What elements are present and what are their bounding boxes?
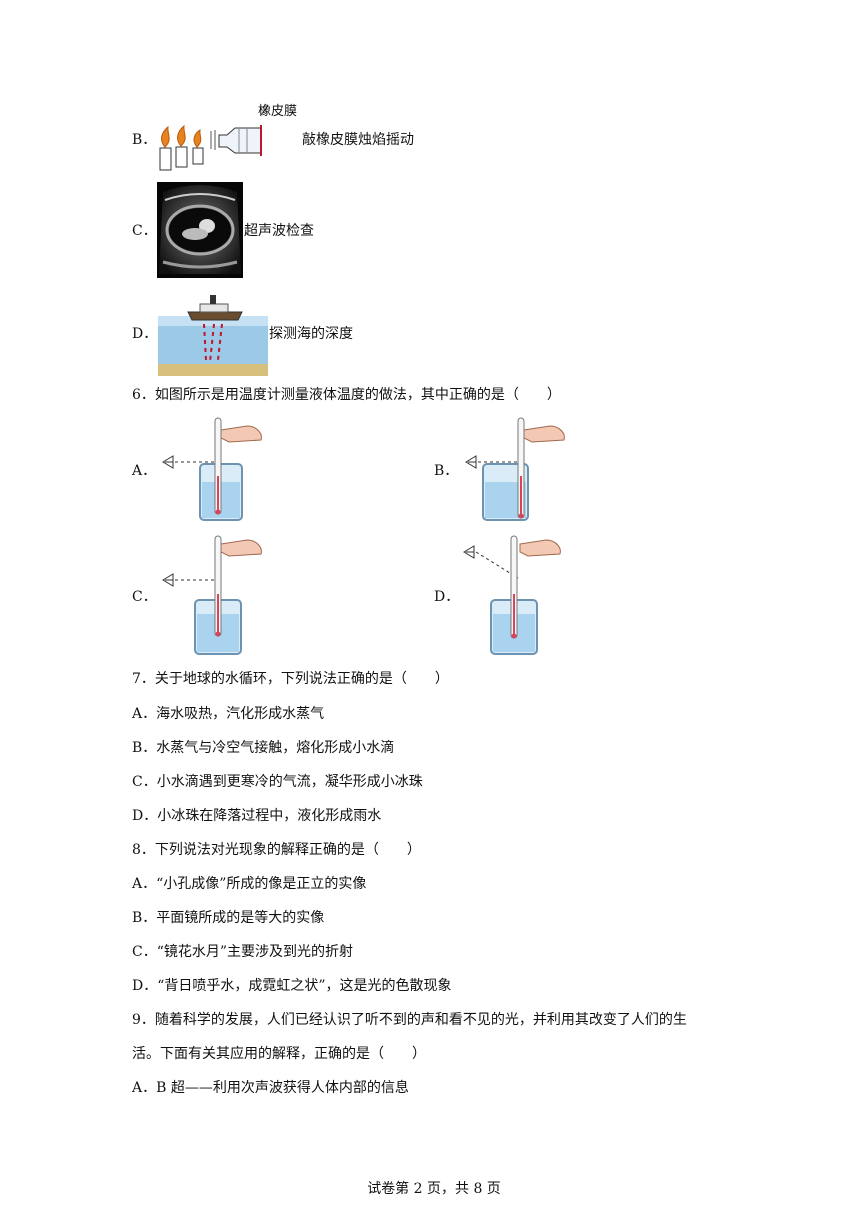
candle-1	[159, 125, 172, 171]
q9-stem-line-2: 活。下面有关其应用的解释，正确的是（ ）	[132, 1046, 426, 1062]
thermometer-figure-c	[162, 535, 262, 655]
q6-option-c-label: C．	[132, 589, 157, 605]
q8-option-c: C．“镜花水月”主要涉及到光的折射	[132, 944, 354, 960]
thermometer-figure-b	[465, 417, 565, 521]
q6-option-a-label: A．	[132, 463, 157, 479]
q5-option-c-label: C．	[132, 223, 157, 239]
q7-option-c: C．小水滴遇到更寒冷的气流，凝华形成小冰珠	[132, 774, 423, 790]
candle-3	[192, 129, 204, 165]
q6-option-d-label: D．	[434, 589, 460, 605]
candle-2	[175, 124, 188, 168]
q5-option-c-caption: 超声波检查	[244, 223, 314, 239]
q9-stem-line-1: 9．随着科学的发展，人们已经认识了听不到的声和看不见的光，并利用其改变了人们的生	[132, 1012, 687, 1028]
q6-option-b-label: B．	[434, 463, 459, 479]
thermometer-figure-a	[162, 417, 262, 521]
q8-option-b: B．平面镜所成的是等大的实像	[132, 910, 325, 926]
q7-option-d: D．小冰珠在降落过程中，液化形成雨水	[132, 808, 382, 824]
q5-option-d-label: D．	[132, 326, 158, 342]
thermometer-figure-d	[463, 535, 561, 655]
candles-membrane-figure	[159, 106, 268, 171]
q9-option-a: A．B 超——利用次声波获得人体内部的信息	[132, 1080, 409, 1096]
q5-option-d-caption: 探测海的深度	[269, 326, 353, 342]
q8-option-a: A．“小孔成像”所成的像是正立的实像	[132, 876, 367, 892]
q7-option-a: A．海水吸热，汽化形成水蒸气	[132, 706, 325, 722]
page-footer: 试卷第 2 页，共 8 页	[367, 1181, 501, 1197]
q8-stem: 8．下列说法对光现象的解释正确的是（ ）	[132, 842, 421, 858]
q7-stem: 7．关于地球的水循环，下列说法正确的是（ ）	[132, 671, 449, 687]
sonar-ship-figure	[158, 295, 268, 376]
q7-option-b: B．水蒸气与冷空气接触，熔化形成小水滴	[132, 740, 395, 756]
q5-option-b-label: B．	[132, 132, 157, 148]
membrane-label: 橡皮膜	[258, 104, 298, 119]
q8-option-d: D．“背日喷乎水，成霓虹之状”，这是光的色散现象	[132, 978, 452, 994]
q5-option-b-caption: 敲橡皮膜烛焰摇动	[302, 132, 414, 148]
ultrasound-image	[157, 182, 243, 278]
q6-stem: 6．如图所示是用温度计测量液体温度的做法，其中正确的是（ ）	[132, 387, 561, 403]
